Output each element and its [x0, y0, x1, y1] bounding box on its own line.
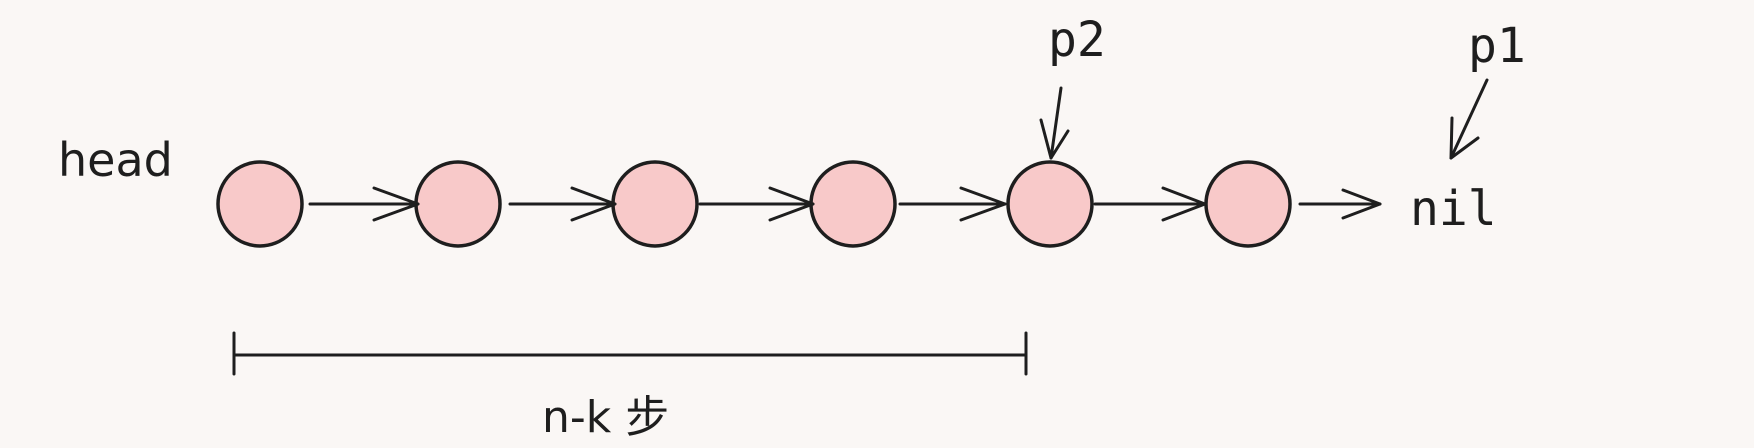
list-nodes [216, 160, 1292, 248]
nil-label: nil [1410, 181, 1497, 237]
edge-4-5 [898, 186, 1007, 222]
list-node-6 [1204, 160, 1292, 248]
edge-5-6 [1093, 186, 1207, 222]
steps-label: n-k 步 [542, 392, 669, 443]
p1-pointer: p1 [1449, 18, 1526, 160]
p2-label: p2 [1048, 12, 1106, 68]
list-edges [308, 186, 1382, 222]
edge-3-4 [698, 186, 815, 222]
list-node-4 [809, 160, 897, 248]
steps-bracket [232, 331, 1028, 376]
head-label: head [58, 133, 173, 187]
p2-pointer: p2 [1039, 12, 1106, 160]
edge-1-2 [308, 186, 420, 222]
edge-6-nil [1298, 188, 1382, 220]
list-node-2 [414, 160, 502, 248]
list-node-3 [611, 160, 699, 248]
edge-2-3 [508, 186, 617, 222]
p1-label: p1 [1468, 18, 1526, 74]
list-node-5 [1006, 160, 1094, 248]
list-node-1 [216, 160, 304, 248]
p2-arrowhead [1039, 118, 1070, 160]
p1-arrowhead [1449, 116, 1480, 160]
